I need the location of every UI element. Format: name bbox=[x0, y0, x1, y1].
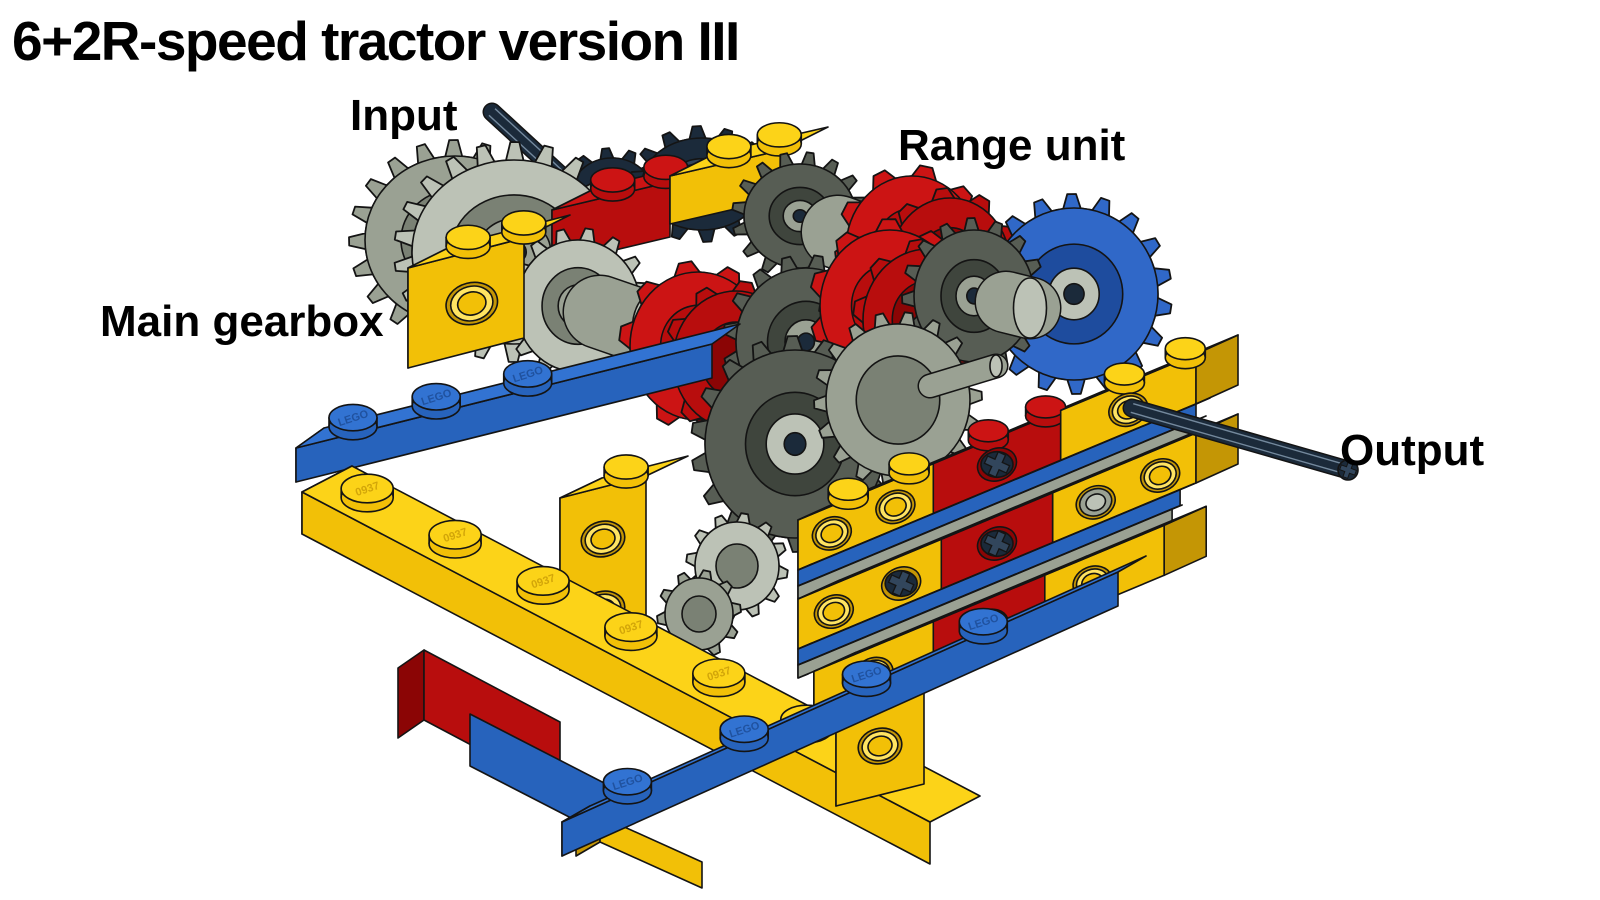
output-axle bbox=[1122, 398, 1359, 481]
wall-row1-red bbox=[932, 390, 1104, 515]
wall-row2-yellow-left bbox=[797, 519, 985, 650]
lower-shaft bbox=[917, 353, 1009, 399]
label-main-gearbox: Main gearbox bbox=[100, 297, 384, 346]
wall-gray-plate-stripe-1 bbox=[797, 415, 1207, 600]
label-range-unit: Range unit bbox=[898, 121, 1126, 170]
figure-title: 6+2R-speed tractor version III bbox=[12, 10, 740, 72]
left-red-brick-side bbox=[397, 649, 425, 739]
wall-row1-yellow-left bbox=[797, 443, 977, 571]
wall-gray-plate-stripe-2 bbox=[797, 504, 1183, 679]
lower-gear-mid bbox=[813, 311, 983, 489]
label-input: Input bbox=[350, 91, 458, 140]
yellow-brick-top bbox=[669, 121, 829, 225]
main-gearbox-left-brick bbox=[407, 210, 571, 369]
label-output: Output bbox=[1340, 426, 1485, 475]
main-drum-2 bbox=[974, 270, 1062, 340]
lower-gear-small-2 bbox=[656, 569, 742, 659]
